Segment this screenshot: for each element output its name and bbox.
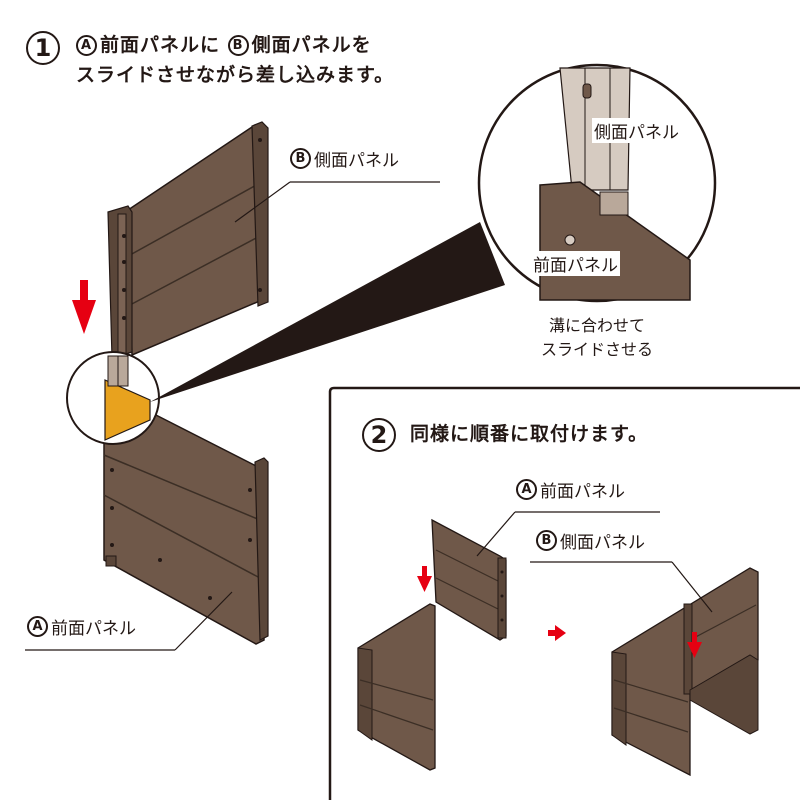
panel-b-badge: B xyxy=(290,148,311,169)
right-arrow-icon xyxy=(548,625,566,641)
side-panel-b-drawing xyxy=(107,121,269,359)
side-panel-label: B 側面パネル xyxy=(290,146,399,171)
step2-frame xyxy=(328,386,800,800)
step2-heading: 同様に順番に取付けます。 xyxy=(410,423,649,445)
callout-cone xyxy=(150,222,505,402)
step2-side-panel-label: B 側面パネル xyxy=(536,528,645,553)
front-panel-label: A 前面パネル xyxy=(27,614,136,639)
down-arrow-icon xyxy=(687,632,702,658)
step1-heading-text2: 側面パネルを xyxy=(251,34,372,56)
down-arrow-icon xyxy=(417,566,432,592)
step1-heading-line2: スライドさせながら差し込みます。 xyxy=(76,64,395,86)
front-panel-a-drawing xyxy=(103,411,269,645)
detail-circle-small xyxy=(66,351,160,445)
step1-heading-text1: 前面パネルに xyxy=(100,34,221,56)
front-panel-text: 前面パネル xyxy=(51,619,136,639)
panel-b-badge: B xyxy=(536,530,557,551)
panel-b-badge: B xyxy=(227,35,249,56)
slide-note: 溝に合わせて スライドさせる xyxy=(527,314,667,362)
side-panel-text: 側面パネル xyxy=(314,151,399,171)
panel-a-badge: A xyxy=(27,616,48,637)
step2-box-right xyxy=(611,567,759,777)
step2-front-panel-text: 前面パネル xyxy=(540,482,625,502)
step2-side-panel-text: 側面パネル xyxy=(560,533,645,553)
down-arrow-icon xyxy=(72,280,96,334)
step1-number: 1 xyxy=(26,31,60,65)
zoom-side-panel-label: 側面パネル xyxy=(592,118,681,143)
zoom-front-panel-label: 前面パネル xyxy=(531,251,620,276)
step2-front-panel-label: A 前面パネル xyxy=(516,477,625,502)
slide-note-line2: スライドさせる xyxy=(540,340,653,359)
panel-a-badge: A xyxy=(76,35,97,56)
panel-a-badge: A xyxy=(516,479,537,500)
step2-number: 2 xyxy=(362,418,396,452)
slide-note-line1: 溝に合わせて xyxy=(548,316,645,335)
step2-box-left xyxy=(357,518,507,771)
